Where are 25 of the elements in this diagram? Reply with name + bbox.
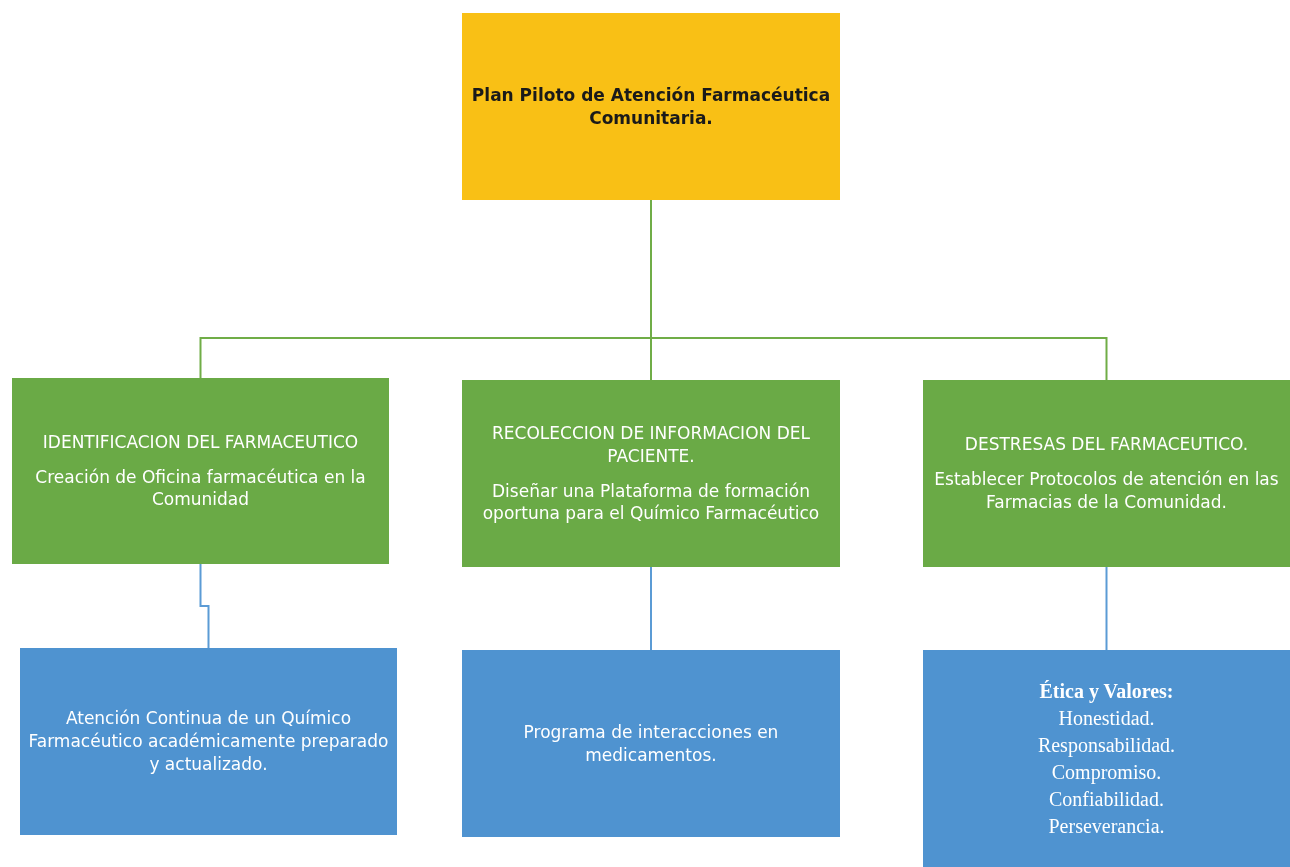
box-text: Perseverancia.: [1048, 813, 1165, 839]
box-heading: Ética y Valores:: [1039, 678, 1174, 705]
box-text: Atención Continua de un Químico Farmacéutico académicamente preparado y actualizado.: [28, 707, 389, 776]
box-text: Programa de interacciones en medicamentos.: [522, 720, 780, 767]
box-heading: RECOLECCION DE INFORMACION DEL PACIENTE.: [491, 421, 811, 468]
process-box: [462, 650, 840, 837]
connector-line: [1105, 566, 1108, 651]
box-text: Plan Piloto de Atención Farmacéutica Comunitaria.: [470, 83, 832, 130]
box-text: Diseñar una Plataforma de formación oportuna para el Químico Farmacéutico: [481, 479, 821, 526]
box-text: Establecer Protocolos de atención en las Farmacias de la Comunidad.: [933, 468, 1280, 514]
box-text: Responsabilidad.: [1037, 732, 1176, 759]
process-box: [462, 380, 840, 567]
box-text: Honestidad.: [1058, 705, 1155, 731]
box-heading: DESTRESAS DEL FARMACEUTICO.: [964, 433, 1249, 457]
connector-line: [199, 563, 210, 649]
process-box: [20, 648, 397, 835]
process-box: [12, 378, 389, 564]
box-text: Compromiso.: [1051, 759, 1162, 786]
connector-line: [650, 566, 652, 651]
process-box: [923, 380, 1290, 567]
process-box: [462, 13, 840, 200]
box-text: Confiabilidad.: [1049, 786, 1164, 812]
box-heading: IDENTIFICACION DEL FARMACEUTICO: [42, 430, 359, 454]
process-box: [923, 650, 1290, 867]
box-text: Creación de Oficina farmacéutica en la Comunidad: [34, 465, 367, 512]
